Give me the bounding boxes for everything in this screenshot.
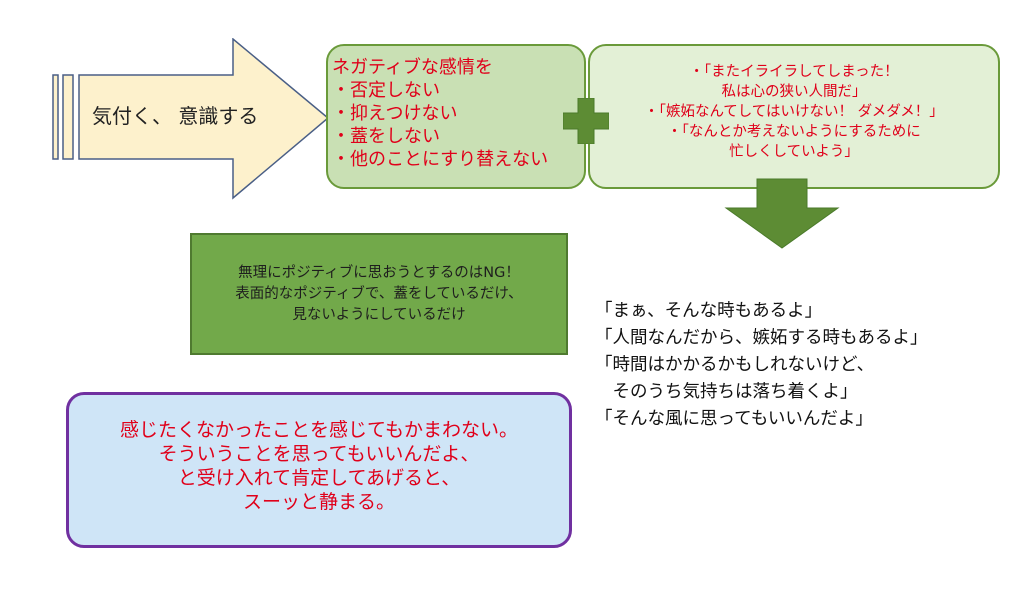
accept-line: そういうことを思ってもいいんだよ、 (158, 443, 480, 465)
negative-emotions-box: ネガティブな感情を ・否定しない ・抑えつけない ・蓋をしない ・他のことにすり… (326, 44, 586, 189)
accept-line: 感じたくなかったことを感じてもかまわない。 (119, 419, 519, 441)
thought-line: ・「またイライラしてしまった！ (689, 64, 899, 80)
thought-line: ・「嫉妬なんてしてはいけない！ ダメダメ！」 (644, 104, 944, 120)
quote-line: 「まぁ、そんな時もあるよ」 (595, 301, 823, 321)
quote-line: 「時間はかかるかもしれないけど、 (595, 355, 875, 375)
ng-line: 表面的なポジティブで、蓋をしているだけ、 (235, 285, 523, 302)
thought-line: 私は心の狭い人間だ」 (721, 84, 867, 100)
negative-heading: ネガティブな感情を (332, 57, 493, 78)
thought-line: 忙しくしていよう」 (729, 144, 859, 160)
accept-line: スーッと静まる。 (242, 491, 395, 513)
negative-item: ・他のことにすり替えない (332, 149, 549, 170)
negative-item: ・否定しない (332, 80, 440, 101)
plus-icon (563, 98, 609, 144)
thought-examples-box: ・「またイライラしてしまった！ 私は心の狭い人間だ」 ・「嫉妬なんてしてはいけな… (588, 44, 1000, 189)
accept-line: と受け入れて肯定してあげると、 (177, 467, 461, 489)
ng-line: 見ないようにしているだけ (292, 306, 466, 323)
negative-item: ・抑えつけない (332, 103, 458, 124)
thought-line: ・「なんとか考えないようにするために (667, 124, 921, 140)
arrow-label: 気付く、 意識する (92, 104, 259, 128)
down-arrow-icon (724, 178, 840, 249)
quote-line: そのうち気持ちは落ち着くよ」 (595, 382, 858, 402)
ng-warning-box: 無理にポジティブに思おうとするのはNG！ 表面的なポジティブで、蓋をしているだけ… (190, 233, 568, 355)
quote-line: 「そんな風に思ってもいいんだよ」 (595, 409, 873, 429)
negative-item: ・蓋をしない (332, 126, 440, 147)
right-arrow-shape (52, 38, 330, 200)
ng-line: 無理にポジティブに思おうとするのはNG！ (238, 264, 520, 281)
quote-line: 「人間なんだから、嫉妬する時もあるよ」 (595, 328, 928, 348)
reassuring-quotes: 「まぁ、そんな時もあるよ」 「人間なんだから、嫉妬する時もあるよ」 「時間はかか… (595, 298, 1015, 433)
acceptance-box: 感じたくなかったことを感じてもかまわない。 そういうことを思ってもいいんだよ、 … (66, 392, 572, 548)
